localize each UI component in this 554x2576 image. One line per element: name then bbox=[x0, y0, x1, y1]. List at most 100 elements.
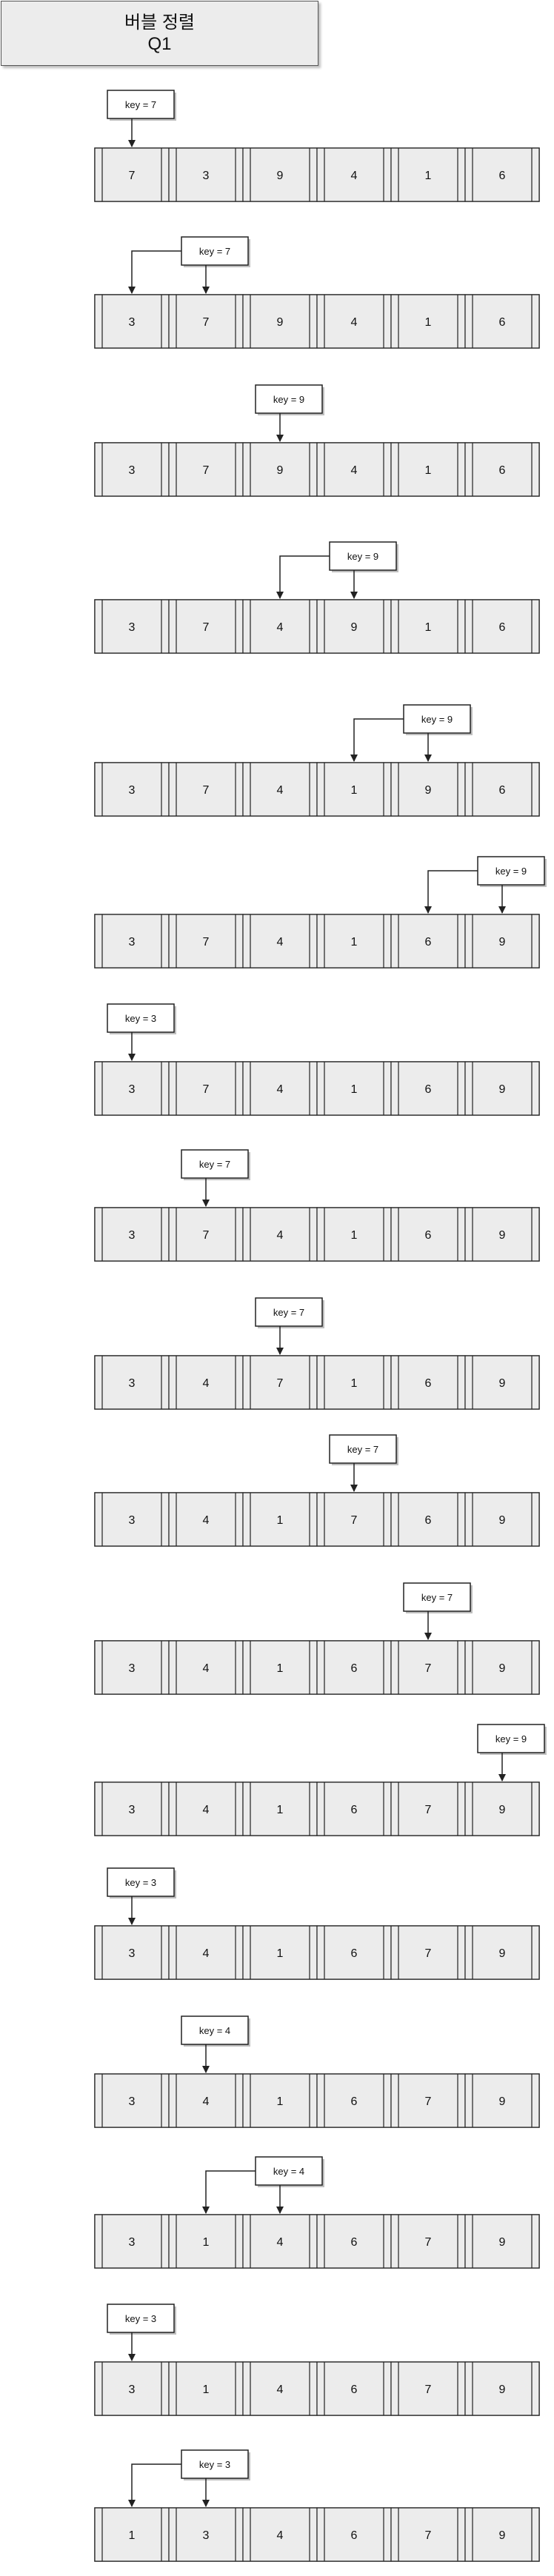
cell-border bbox=[168, 2507, 244, 2562]
cell-value: 6 bbox=[351, 1947, 358, 1960]
array-cell: 3 bbox=[94, 1782, 170, 1836]
cell-border bbox=[168, 1207, 244, 1262]
cell-border bbox=[390, 1355, 466, 1410]
key-frame bbox=[477, 1724, 545, 1753]
key-box: key = 9 bbox=[477, 1724, 547, 1782]
key-frame bbox=[255, 2156, 323, 2186]
cell-value: 1 bbox=[351, 1229, 358, 1242]
array-cell: 3 bbox=[94, 2214, 170, 2269]
cell-value: 4 bbox=[203, 1377, 210, 1390]
cell-value: 3 bbox=[129, 464, 136, 477]
cell-border bbox=[390, 2507, 466, 2562]
cell-border bbox=[242, 1782, 318, 1836]
cell-value: 3 bbox=[203, 2529, 210, 2542]
array-cell: 7 bbox=[168, 294, 244, 349]
key-label: key = 7 bbox=[125, 99, 156, 110]
steps-layer: 7 3 9 4 1 6 key = 7 3 7 9 4 1 6 key = 7 3 7 9 4 1 6 key = 9 3… bbox=[94, 90, 547, 2562]
cell-border bbox=[464, 1782, 540, 1836]
array-cell: 6 bbox=[390, 1492, 466, 1547]
cell-value: 3 bbox=[129, 2383, 136, 2396]
cell-border bbox=[94, 2214, 170, 2269]
cell-border bbox=[168, 1061, 244, 1116]
cell-value: 1 bbox=[277, 1662, 284, 1675]
array-cell: 1 bbox=[168, 2214, 244, 2269]
array-cell: 7 bbox=[168, 762, 244, 817]
array-cell: 7 bbox=[168, 914, 244, 968]
cell-value: 7 bbox=[425, 1947, 432, 1960]
array-cell: 4 bbox=[242, 914, 318, 968]
array-cell: 4 bbox=[168, 1925, 244, 1980]
cell-value: 6 bbox=[425, 936, 432, 949]
array-cell: 7 bbox=[242, 1355, 318, 1410]
cell-border bbox=[242, 1061, 318, 1116]
cell-value: 7 bbox=[425, 1662, 432, 1675]
title-line-2: Q1 bbox=[147, 34, 172, 54]
key-label: key = 9 bbox=[273, 394, 304, 405]
cell-border bbox=[316, 1782, 392, 1836]
array-cell: 1 bbox=[390, 599, 466, 654]
cell-value: 4 bbox=[351, 464, 358, 477]
cell-border bbox=[168, 2361, 244, 2416]
cell-value: 6 bbox=[351, 2095, 358, 2108]
array-cell: 4 bbox=[316, 147, 392, 202]
swap-arrow bbox=[128, 250, 181, 294]
cell-value: 4 bbox=[277, 936, 284, 949]
key-frame bbox=[329, 1434, 397, 1464]
array-cell: 4 bbox=[242, 762, 318, 817]
cell-value: 3 bbox=[129, 1514, 136, 1527]
cell-value: 9 bbox=[425, 784, 432, 797]
cell-value: 6 bbox=[425, 1083, 432, 1096]
cell-value: 9 bbox=[351, 621, 358, 634]
cell-border bbox=[316, 1355, 392, 1410]
array-cell: 7 bbox=[168, 442, 244, 497]
array-cell: 4 bbox=[242, 1207, 318, 1262]
cell-value: 6 bbox=[499, 316, 506, 329]
cell-border bbox=[390, 2073, 466, 2128]
cell-value: 1 bbox=[277, 1514, 284, 1527]
array-cell: 4 bbox=[316, 294, 392, 349]
array-cell: 7 bbox=[390, 2214, 466, 2269]
array-cell: 6 bbox=[316, 2073, 392, 2128]
cell-border bbox=[316, 1640, 392, 1695]
cell-value: 6 bbox=[499, 784, 506, 797]
cell-value: 9 bbox=[499, 1804, 506, 1816]
cell-border bbox=[242, 1355, 318, 1410]
key-label: key = 3 bbox=[125, 1013, 156, 1024]
cell-value: 6 bbox=[425, 1229, 432, 1242]
array-cell: 9 bbox=[464, 1061, 540, 1116]
cell-border bbox=[242, 2361, 318, 2416]
array-cell: 3 bbox=[168, 2507, 244, 2562]
swap-arrow bbox=[350, 718, 404, 762]
cell-border bbox=[168, 1925, 244, 1980]
cell-value: 9 bbox=[499, 1377, 506, 1390]
cell-border bbox=[316, 2214, 392, 2269]
cell-border bbox=[464, 2214, 540, 2269]
key-box: key = 7 bbox=[181, 1149, 250, 1207]
cell-value: 3 bbox=[129, 1662, 136, 1675]
cell-value: 4 bbox=[203, 1947, 210, 1960]
array-cell: 6 bbox=[464, 294, 540, 349]
cell-value: 9 bbox=[277, 316, 284, 329]
cell-border bbox=[242, 2073, 318, 2128]
cell-border bbox=[464, 2073, 540, 2128]
cell-border bbox=[94, 762, 170, 817]
key-frame bbox=[107, 1867, 175, 1897]
array-cell: 6 bbox=[316, 2507, 392, 2562]
array-cell: 4 bbox=[168, 1640, 244, 1695]
key-label: key = 7 bbox=[199, 246, 230, 257]
key-frame bbox=[107, 2304, 175, 2333]
array-cell: 1 bbox=[316, 1355, 392, 1410]
cell-value: 3 bbox=[129, 784, 136, 797]
cell-value: 7 bbox=[203, 936, 210, 949]
cell-border bbox=[168, 2214, 244, 2269]
cell-border bbox=[94, 2507, 170, 2562]
key-frame bbox=[403, 1582, 471, 1612]
array-cell: 3 bbox=[94, 1640, 170, 1695]
array-cell: 4 bbox=[168, 1782, 244, 1836]
